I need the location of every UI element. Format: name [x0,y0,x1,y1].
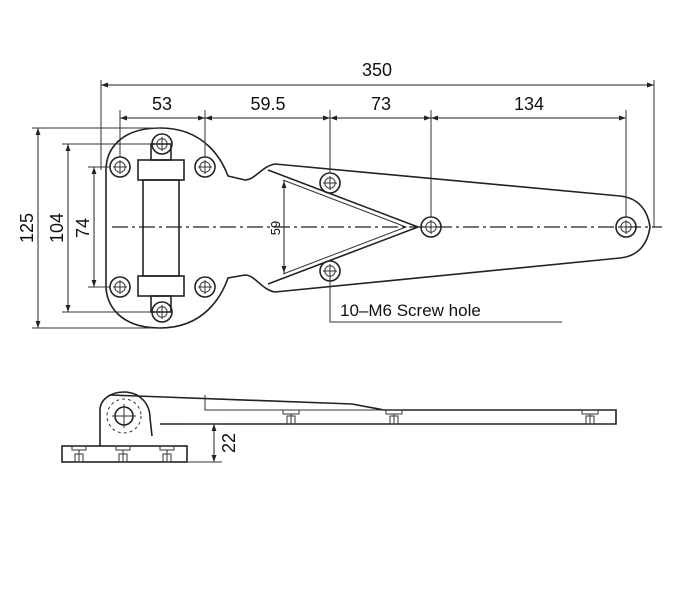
base-screw-icon [115,445,131,463]
dim-hole-spacing-4: 134 [514,94,544,114]
screw-hole-icon [109,156,131,178]
top-view: 350 53 59.5 73 134 125 104 74 59 10–M6 S… [17,60,662,329]
side-view: 22 [61,391,617,463]
dim-hole-spacing-3: 73 [371,94,391,114]
arm-screw-icon [282,409,300,425]
dim-overall-length: 350 [362,60,392,80]
screw-hole-icon [420,216,442,238]
base-screw-icon [159,445,175,463]
arm-profile [109,394,617,425]
knuckle-profile [99,391,153,437]
dim-side-height: 22 [219,433,239,453]
barrel-top-block [137,159,185,181]
screw-hole-icon [319,172,341,194]
barrel-body [142,179,180,277]
arm-screw-icon [581,409,599,425]
dim-v-opening: 59 [268,221,283,235]
pivot-outer-dashed [106,398,142,434]
base-screw-icon [71,445,87,463]
screw-hole-icon [109,276,131,298]
barrel-bottom-block [137,275,185,297]
dim-height-inner-holes: 74 [73,218,93,238]
screw-hole-icon [151,301,173,323]
screw-hole-icon [151,133,173,155]
screw-hole-leader [329,271,562,323]
hinge-outline [105,127,651,329]
screw-hole-icon [194,156,216,178]
dim-hole-spacing-1: 53 [152,94,172,114]
dim-height-outer-holes: 104 [47,213,67,243]
screw-hole-icon [194,276,216,298]
screw-hole-note: 10–M6 Screw hole [340,301,481,320]
v-cutout-inner [282,179,408,275]
dim-hole-spacing-2: 59.5 [250,94,285,114]
screw-hole-icon [615,216,637,238]
dim-overall-height: 125 [17,213,37,243]
arm-screw-icon [385,409,403,425]
